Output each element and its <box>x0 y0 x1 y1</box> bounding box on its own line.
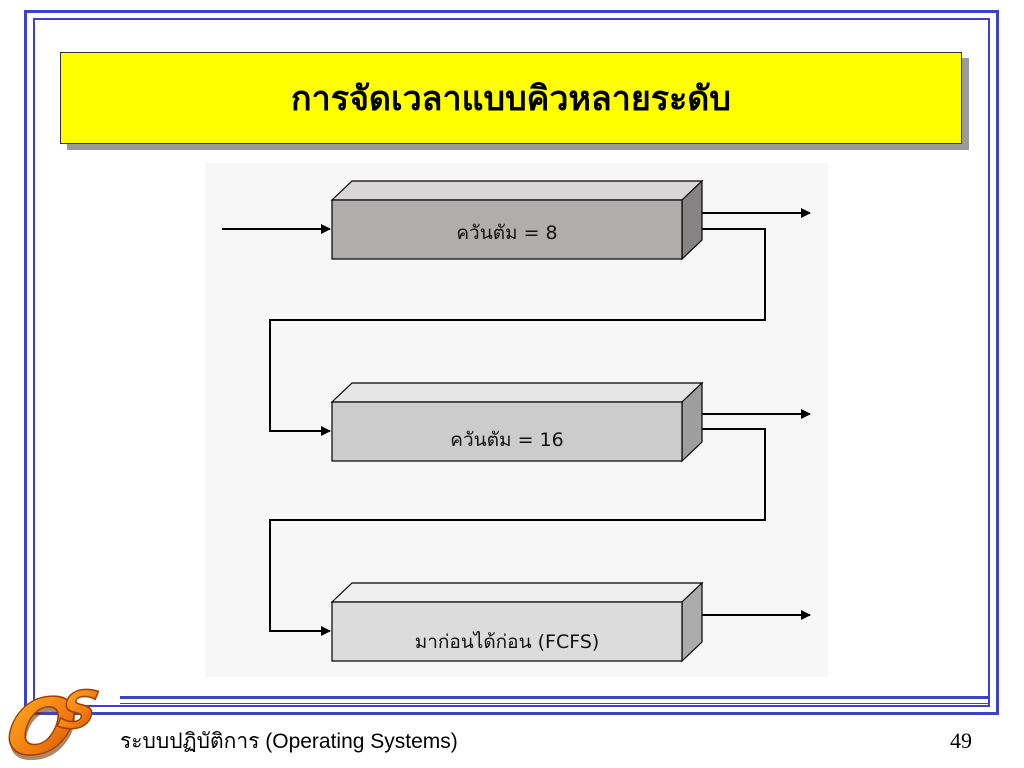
footer-course-title: ระบบปฏิบัติการ (Operating Systems) <box>120 730 458 753</box>
demotion-arrow-2 <box>269 428 766 636</box>
queue-label-3: มาก่อนได้ก่อน (FCFS) <box>415 631 600 653</box>
demotion-arrow-1 <box>269 228 766 436</box>
os-logo: O O S <box>0 680 104 768</box>
queue-label-1: ควันตัม = 8 <box>456 222 557 244</box>
footer-divider <box>120 696 990 699</box>
queue-box-1: ควันตัม = 8 <box>330 179 704 261</box>
queue-box-2: ควันตัม = 16 <box>330 381 704 463</box>
slide-title: การจัดเวลาแบบคิวหลายระดับ <box>291 79 731 119</box>
queue-box-3: มาก่อนได้ก่อน (FCFS) <box>330 581 704 663</box>
footer-divider-thin <box>120 703 990 704</box>
page-number: 49 <box>950 728 972 753</box>
queue-label-2: ควันตัม = 16 <box>450 429 563 451</box>
title-banner: การจัดเวลาแบบคิวหลายระดับ <box>60 52 962 144</box>
